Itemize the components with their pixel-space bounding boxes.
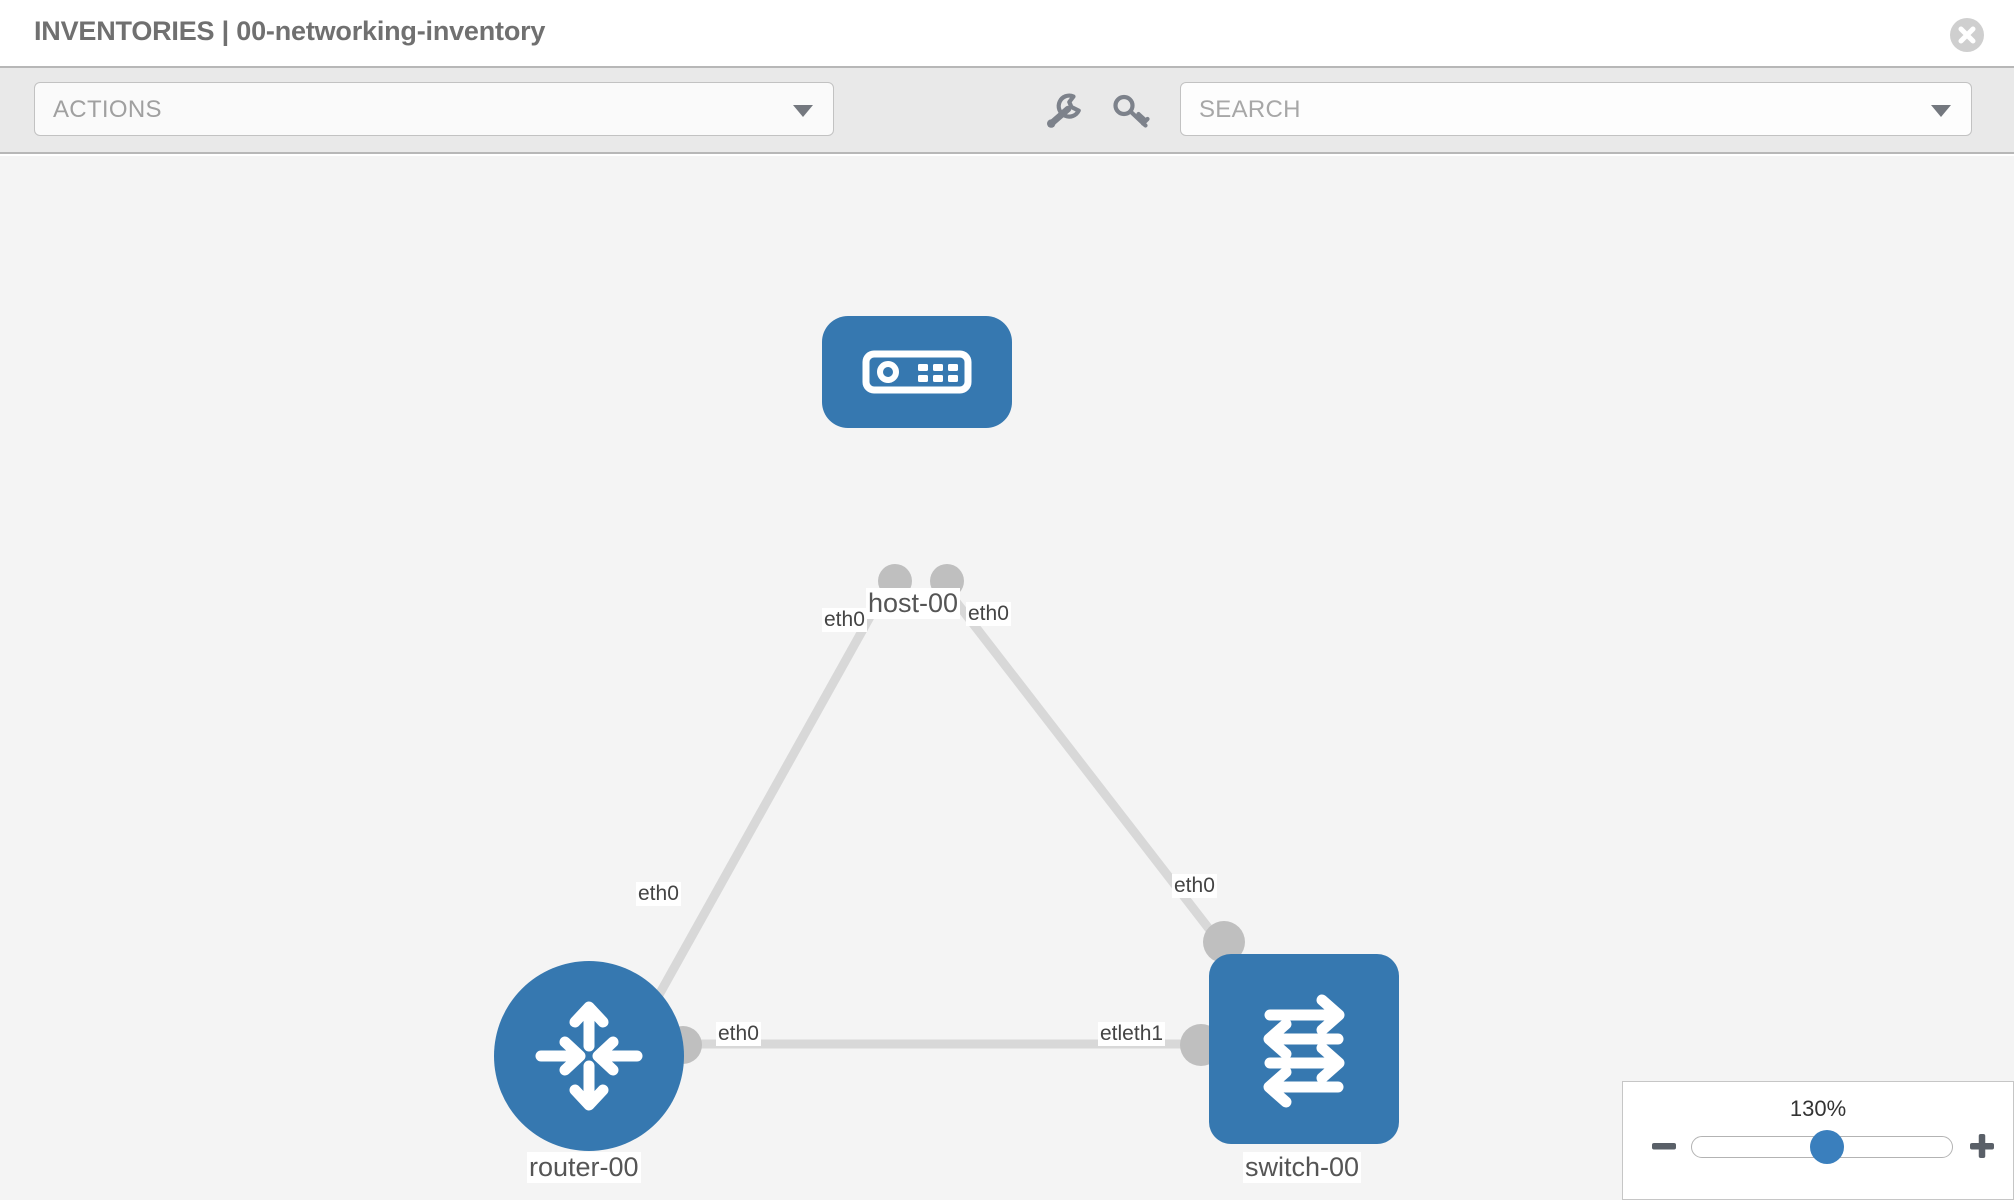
switch-icon: [1263, 994, 1345, 1108]
zoom-in-button[interactable]: [1967, 1131, 1997, 1161]
zoom-out-button[interactable]: [1649, 1131, 1679, 1161]
search-input[interactable]: SEARCH: [1180, 82, 1972, 136]
plus-icon: [1970, 1134, 1994, 1158]
topology-canvas[interactable]: eth0 eth0 host-00: [0, 156, 2014, 1200]
zoom-level-label: 130%: [1789, 1096, 1847, 1121]
node-label-host-00: host-00: [866, 588, 961, 620]
iface-label-router-up: eth0: [636, 882, 681, 907]
node-router-00-shape[interactable]: [494, 961, 684, 1151]
link-host-switch: [936, 578, 1234, 959]
node-label-router-00: router-00: [527, 1152, 641, 1184]
iface-label-switch-up: eth0: [1172, 874, 1217, 899]
page-title: INVENTORIES | 00-networking-inventory: [34, 16, 546, 46]
iface-label-host-left: eth0: [822, 608, 867, 633]
actions-dropdown-label: ACTIONS: [53, 96, 162, 123]
wrench-button[interactable]: [1043, 92, 1085, 130]
actions-dropdown[interactable]: ACTIONS: [34, 82, 834, 136]
server-icon: [862, 350, 972, 394]
zoom-slider-handle[interactable]: [1809, 1130, 1844, 1164]
close-button[interactable]: [1950, 18, 1984, 52]
close-icon: [1958, 26, 1976, 44]
search-placeholder: SEARCH: [1199, 96, 1301, 123]
wrench-icon: [1047, 93, 1081, 128]
router-icon: [535, 1001, 643, 1111]
zoom-control-panel: 130%: [1622, 1081, 2014, 1200]
link-host-router: [646, 578, 894, 1014]
key-icon: [1113, 94, 1150, 128]
iface-label-host-right: eth0: [966, 602, 1011, 627]
minus-icon: [1652, 1143, 1676, 1150]
iface-label-router-right: eth0: [716, 1022, 761, 1047]
page-header: INVENTORIES | 00-networking-inventory: [0, 0, 2014, 68]
chevron-down-icon: [793, 105, 813, 117]
topology-links: [646, 578, 1234, 1049]
node-switch-00-shape[interactable]: [1209, 954, 1399, 1144]
iface-label-switch-left: etleth1: [1098, 1022, 1166, 1047]
key-button[interactable]: [1111, 92, 1153, 130]
node-label-switch-00: switch-00: [1243, 1152, 1362, 1184]
node-host-00-shape[interactable]: [822, 316, 1012, 428]
chevron-down-icon[interactable]: [1931, 105, 1951, 117]
